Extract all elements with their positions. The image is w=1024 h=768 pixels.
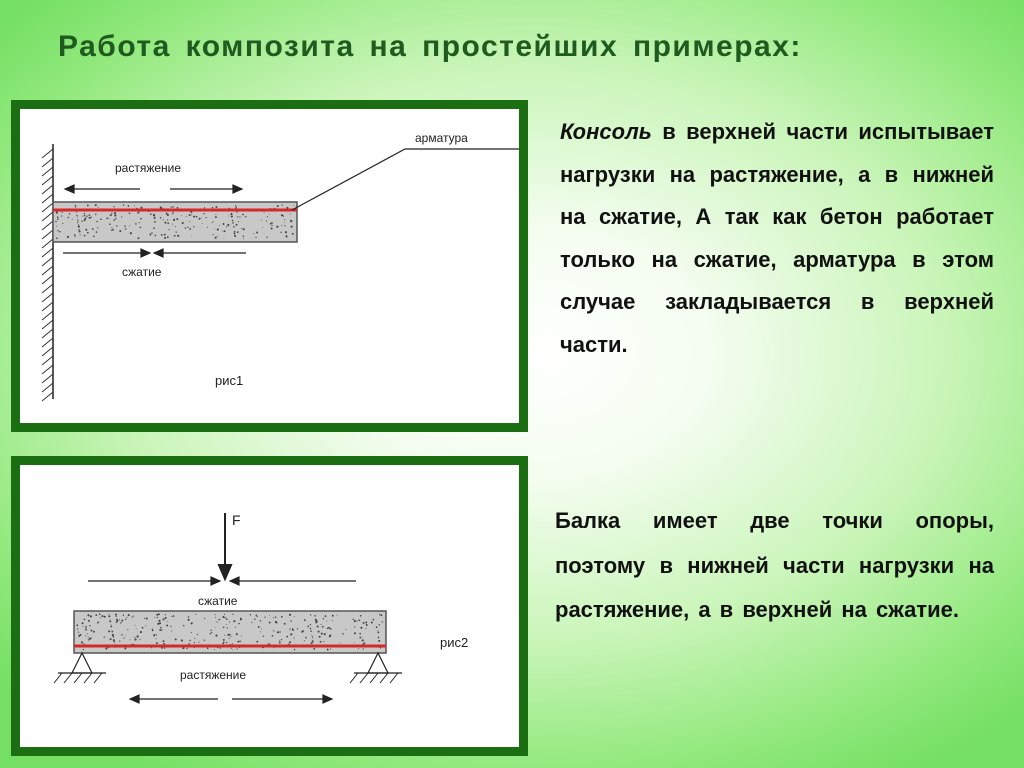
figure1-caption: рис1 <box>215 373 243 388</box>
right-pin-support <box>349 651 402 684</box>
label-tension: растяжение <box>115 161 181 175</box>
cantilever-term: Консоль <box>560 119 652 144</box>
cantilever-diagram: арматура растяжение сжатие рис1 <box>41 131 519 402</box>
cantilever-figure: арматура растяжение сжатие рис1 <box>11 100 528 432</box>
beam-figure: F сжатие растяжение рис2 <box>11 456 528 756</box>
label-force: F <box>232 512 241 528</box>
compression-arrows <box>88 576 356 586</box>
concrete-texture <box>55 204 295 240</box>
label-compression: сжатие <box>198 594 238 608</box>
concrete-texture <box>76 613 384 651</box>
label-compression: сжатие <box>122 265 162 279</box>
beam-description: Балка имеет две точки опоры, поэтому в н… <box>555 508 994 622</box>
cantilever-description: Консоль в верхней части испытывает нагру… <box>560 111 994 366</box>
wall-support <box>41 144 54 402</box>
cantilever-description-text: в верхней части испытывает нагрузки на р… <box>560 119 994 357</box>
tension-arrows <box>63 184 244 194</box>
tension-arrows <box>128 694 334 704</box>
label-tension: растяжение <box>180 668 246 682</box>
beam-diagram: F сжатие растяжение рис2 <box>53 512 468 704</box>
compression-arrows <box>63 248 246 258</box>
figure2-caption: рис2 <box>440 635 468 650</box>
force-arrow <box>217 513 233 582</box>
label-armature: арматура <box>415 131 468 145</box>
slide-title: Работа композита на простейших примерах: <box>58 30 802 63</box>
left-pin-support <box>53 651 106 684</box>
rebar-leader-line <box>291 148 519 211</box>
